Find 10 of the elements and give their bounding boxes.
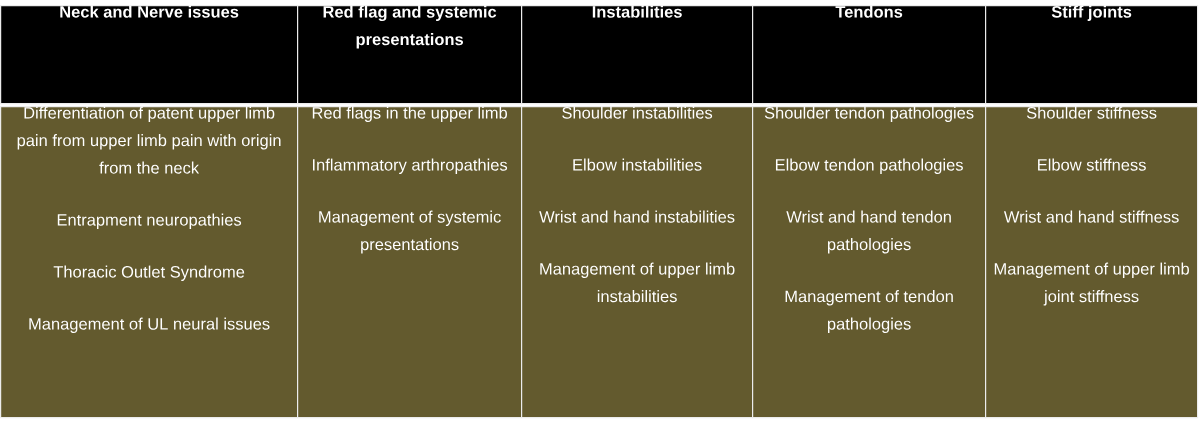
topic-cell: Differentiation of patent upper limb pain from upper limb pain with origin from the neck Entrapment neuropathies Thoracic Outlet Syndrome Management of UL neural issues [0,106,299,419]
header-cell: Instabilities [521,5,754,105]
header-cell: Stiff joints [985,5,1199,105]
header-cell: Neck and Nerve issues [0,5,299,105]
header-cell: Red flag and systemic presentations [297,5,523,105]
topic-cell: Shoulder stiffness Elbow stiffness Wrist and hand stiffness Management of upper limb joint stiffness [985,106,1199,419]
header-cell: Tendons [752,5,987,105]
topic-cell: Shoulder tendon pathologies Elbow tendon pathologies Wrist and hand tendon pathologies Management of tendon pathologies [752,106,987,419]
topic-cell: Red flags in the upper limb Inflammatory arthropathies Management of systemic presentations [297,106,523,419]
topic-cell: Shoulder instabilities Elbow instabilities Wrist and hand instabilities Management of upper limb instabilities [521,106,754,419]
